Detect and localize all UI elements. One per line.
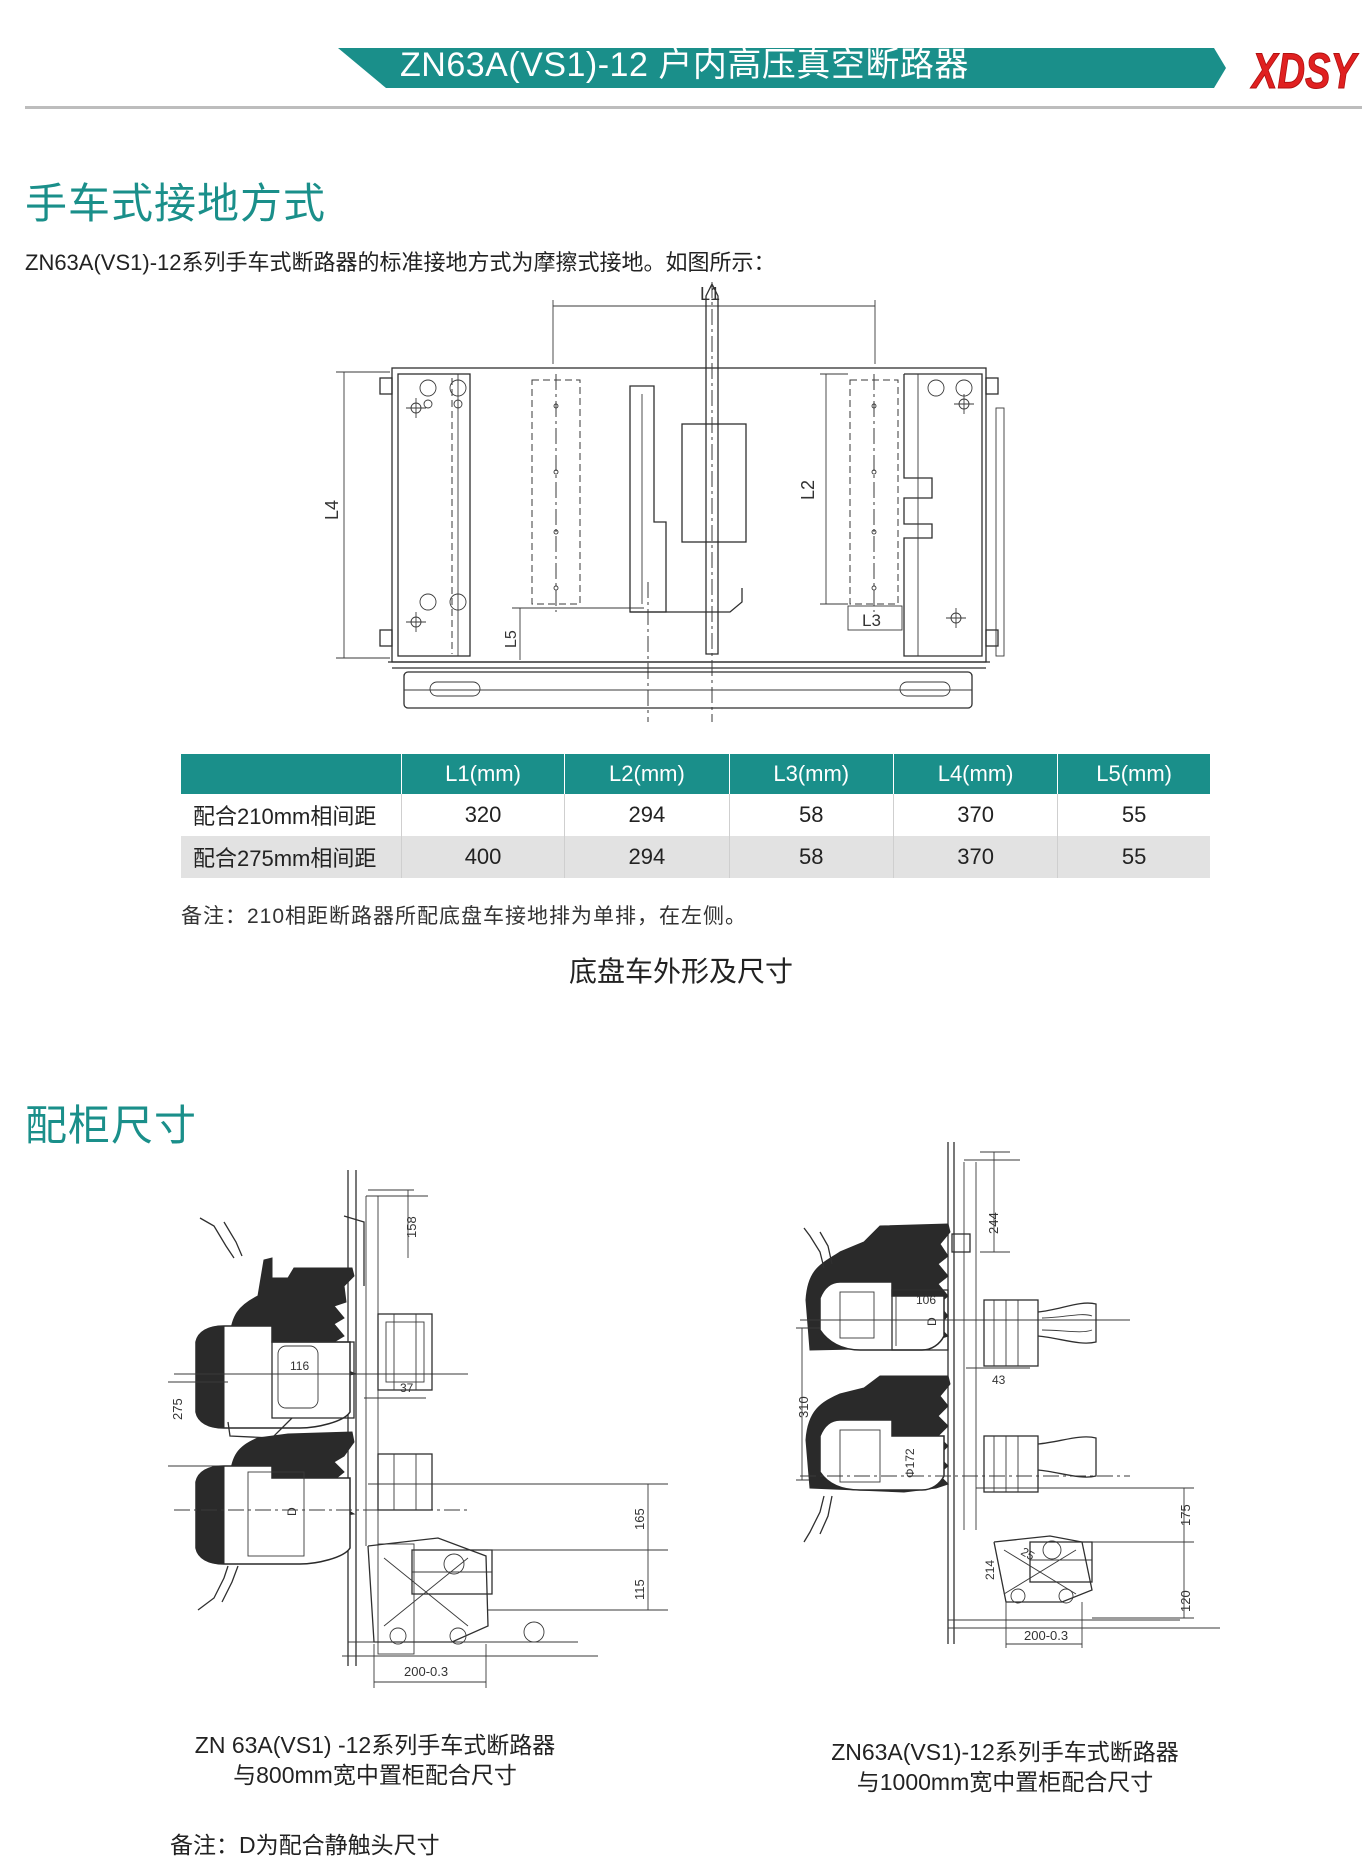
table-cell: 320	[401, 794, 566, 836]
table-cell: 400	[401, 836, 566, 878]
caption-1000-line1: ZN63A(VS1)-12系列手车式断路器	[831, 1739, 1179, 1765]
table-cell: 294	[564, 836, 730, 878]
chassis-drawing: L1 L4 L5	[322, 282, 1005, 722]
caption-800-line2: 与800mm宽中置柜配合尺寸	[233, 1762, 517, 1788]
section-heading-cabinet: 配柜尺寸	[25, 1102, 198, 1149]
dim-37: 37	[400, 1381, 414, 1395]
table-header-row: L1(mm) L2(mm) L3(mm) L4(mm) L5(mm)	[181, 754, 1210, 794]
table-cell: 370	[893, 836, 1059, 878]
table-header-cell: L1(mm)	[401, 754, 566, 794]
table-cell: 58	[729, 794, 894, 836]
header-title: ZN63A(VS1)-12 户内高压真空断路器	[400, 46, 969, 84]
dim-158: 158	[404, 1216, 419, 1238]
table-cell: 370	[893, 794, 1059, 836]
table-header-cell: L3(mm)	[729, 754, 894, 794]
dim-label-l3: L3	[862, 611, 881, 630]
dim-106: 106	[916, 1293, 936, 1307]
caption-800: ZN 63A(VS1) -12系列手车式断路器 与800mm宽中置柜配合尺寸	[150, 1730, 600, 1790]
dim-116: 116	[290, 1359, 309, 1373]
caption-1000-line2: 与1000mm宽中置柜配合尺寸	[856, 1769, 1154, 1795]
dim-200-1000: 200-0.3	[1024, 1628, 1068, 1643]
table-row-label: 配合210mm相间距	[181, 794, 402, 836]
brand-logo: XDSY XDSY	[1248, 36, 1360, 100]
table-header-cell: L2(mm)	[564, 754, 730, 794]
header-banner	[338, 48, 1226, 88]
table-note: 备注：210相距断路器所配底盘车接地排为单排，在左侧。	[181, 905, 748, 928]
table-header-cell	[181, 754, 402, 794]
chassis-caption: 底盘车外形及尺寸	[568, 956, 793, 987]
section-heading-grounding: 手车式接地方式	[25, 180, 327, 227]
dim-25: 25	[1019, 1544, 1038, 1563]
header-divider	[25, 106, 1362, 109]
section-description: ZN63A(VS1)-12系列手车式断路器的标准接地方式为摩擦式接地。如图所示：	[25, 250, 776, 275]
dim-label-l5: L5	[503, 630, 520, 648]
table-row: 配合275mm相间距 400 294 58 370 55	[181, 836, 1210, 878]
caption-1000: ZN63A(VS1)-12系列手车式断路器 与1000mm宽中置柜配合尺寸	[780, 1737, 1230, 1797]
table-header-cell: L5(mm)	[1096, 761, 1173, 786]
cabinet-drawing-800: 158 116 37 275 D	[168, 1170, 668, 1688]
table-cell: 294	[564, 794, 730, 836]
dim-phi172: Φ172	[903, 1448, 917, 1478]
table-row-label: 配合275mm相间距	[181, 836, 402, 878]
logo-icon: XDSY XDSY	[1249, 43, 1360, 100]
dimension-table: L1(mm) L2(mm) L3(mm) L4(mm) L5(mm) 配合210…	[181, 754, 1210, 878]
dim-label-l2: L2	[798, 480, 818, 500]
svg-text:XDSY: XDSY	[1250, 43, 1360, 99]
cabinet-drawing-1000: 244 106 D 43 310 Φ172	[796, 1142, 1220, 1648]
table-row: 配合210mm相间距 320 294 58 370 55	[181, 794, 1210, 836]
dim-d-1000: D	[925, 1317, 939, 1326]
table-cell: 58	[729, 836, 894, 878]
dim-200-800: 200-0.3	[404, 1664, 448, 1679]
dim-43: 43	[992, 1373, 1006, 1387]
dim-165: 165	[632, 1508, 647, 1530]
footer-note: 备注：D为配合静触头尺寸	[170, 1832, 440, 1858]
dim-310: 310	[796, 1396, 811, 1418]
dim-214: 214	[983, 1560, 997, 1580]
svg-text:XDSY: XDSY	[1250, 43, 1360, 99]
dim-d-800: D	[285, 1507, 299, 1516]
caption-800-line1: ZN 63A(VS1) -12系列手车式断路器	[194, 1732, 556, 1758]
dim-label-l4: L4	[322, 500, 342, 520]
table-cell: 55	[1121, 802, 1147, 827]
dim-175: 175	[1178, 1504, 1193, 1526]
dim-120: 120	[1178, 1590, 1193, 1612]
dim-115: 115	[632, 1579, 647, 1600]
table-cell: 55	[1121, 844, 1147, 869]
dim-275: 275	[170, 1398, 185, 1420]
table-header-cell: L4(mm)	[893, 754, 1059, 794]
dim-244: 244	[986, 1212, 1001, 1234]
